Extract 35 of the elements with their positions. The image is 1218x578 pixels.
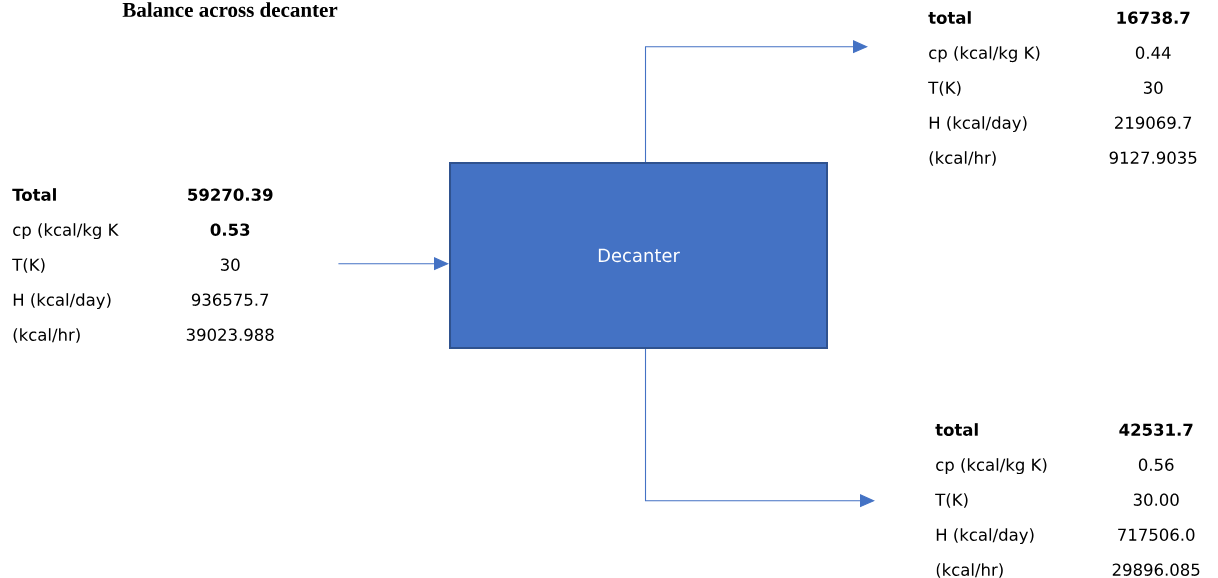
row-value: 717506.0 — [1118, 528, 1195, 541]
row-label: total — [928, 11, 971, 24]
arrow — [337, 257, 449, 271]
row-value: 9127.9035 — [1109, 151, 1197, 164]
row-label: (kcal/hr) — [936, 563, 1003, 578]
row-value: 30 — [220, 258, 240, 271]
row-value: 29896.085 — [1112, 563, 1200, 576]
row-label: cp (kcal/kg K) — [936, 458, 1047, 475]
row-value: 30 — [1143, 81, 1163, 94]
row-value: 0.44 — [1135, 46, 1171, 59]
title: Balance across decanter — [122, 2, 338, 17]
row-label: cp (kcal/kg K — [13, 223, 119, 240]
row-value: 59270.39 — [188, 188, 273, 201]
row-label: Total — [12, 188, 56, 201]
row-value: 936575.7 — [191, 293, 269, 306]
row-label: (kcal/hr) — [13, 328, 80, 343]
row-value: 39023.988 — [186, 328, 274, 341]
row-value: 0.56 — [1138, 458, 1174, 471]
row-value: 30.00 — [1133, 493, 1179, 506]
row-label: T(K) — [12, 258, 45, 273]
row-label: H (kcal/day) — [936, 528, 1034, 545]
row-value: 16738.7 — [1117, 11, 1190, 24]
row-value: 0.53 — [210, 223, 250, 236]
row-value: 42531.7 — [1119, 423, 1193, 436]
row-label: total — [935, 423, 978, 436]
row-value: 219069.7 — [1115, 116, 1192, 129]
row-label: H (kcal/day) — [929, 116, 1027, 133]
process-box: Decanter — [449, 162, 828, 349]
row-label: (kcal/hr) — [929, 151, 996, 166]
arrow — [644, 348, 875, 508]
row-label: H (kcal/day) — [13, 293, 111, 310]
row-label: cp (kcal/kg K) — [929, 46, 1040, 63]
row-label: T(K) — [935, 493, 968, 508]
arrow — [644, 40, 868, 163]
row-label: T(K) — [928, 81, 961, 96]
